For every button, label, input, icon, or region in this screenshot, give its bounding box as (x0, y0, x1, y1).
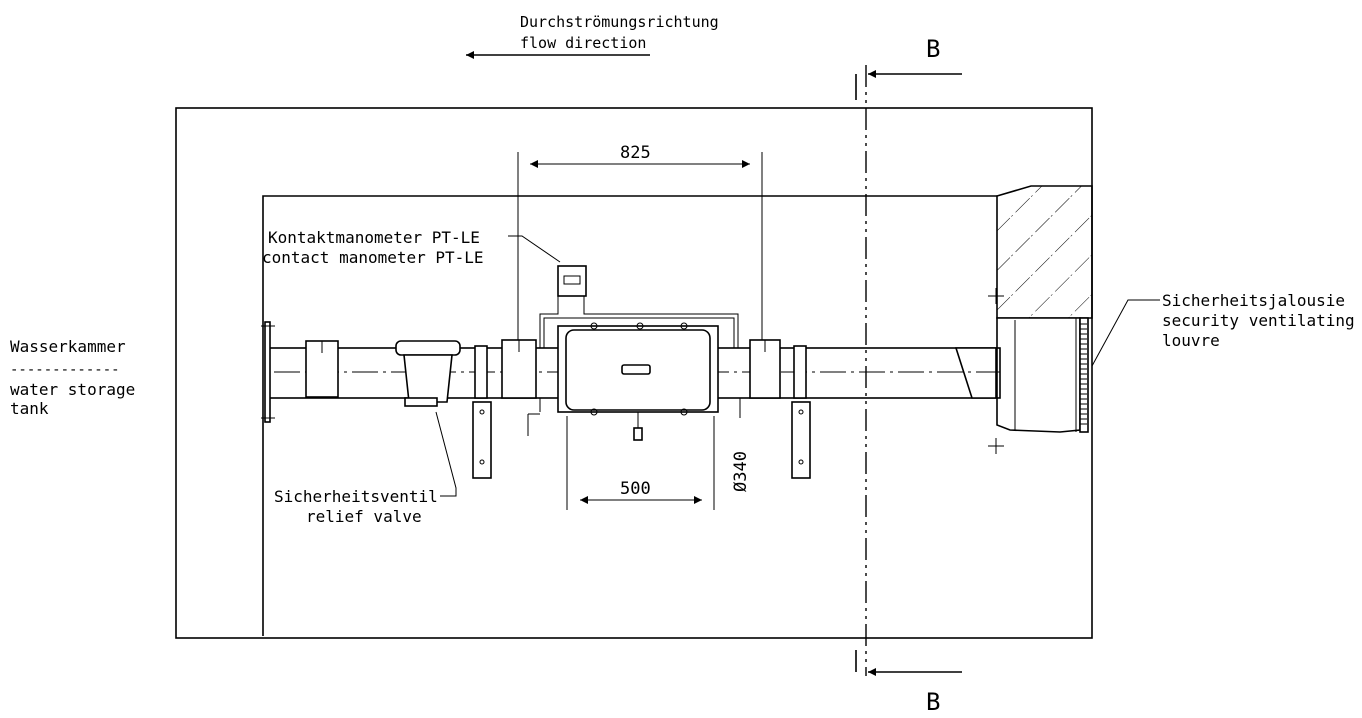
louvre-label: Sicherheitsjalousie security ventilating… (1091, 291, 1355, 367)
pipe-support-right (791, 345, 811, 479)
water-label-en-1: water storage (10, 380, 135, 399)
relief-label-de: Sicherheitsventil (274, 487, 438, 506)
meter-bolt (680, 408, 688, 416)
chamber-outer-wall (175, 107, 1093, 639)
support-leg (472, 401, 492, 479)
flow-meter (527, 322, 741, 441)
relief-label-en: relief valve (306, 507, 422, 526)
louvre-frame (1079, 317, 1089, 433)
manometer-label: Kontaktmanometer PT-LE contact manometer… (262, 228, 561, 267)
meter-display (621, 364, 651, 375)
flow-direction-indicator: Durchströmungsrichtung flow direction (466, 13, 719, 59)
hatched-wall-section (996, 185, 1093, 319)
manometer-body (557, 265, 587, 297)
relief-valve-label: Sicherheitsventil relief valve (274, 411, 457, 526)
manometer-dial (563, 275, 581, 285)
flow-label-en: flow direction (520, 34, 646, 52)
section-line-b: B B (855, 35, 962, 716)
pipe-support-left (472, 345, 492, 479)
impulse-line-inner (543, 317, 735, 348)
diameter-value: Ø340 (731, 451, 751, 492)
meter-bolt (636, 322, 644, 330)
flow-label-de: Durchströmungsrichtung (520, 13, 719, 31)
section-label-top: B (926, 35, 940, 63)
support-bolt (479, 409, 485, 415)
dimension-500: 500 (566, 416, 715, 510)
louvre-housing (996, 317, 1081, 433)
meter-bolt (590, 408, 598, 416)
manometer-label-en: contact manometer PT-LE (262, 248, 484, 267)
louvre-slats (1080, 323, 1087, 425)
dimension-value: 500 (620, 479, 651, 499)
wall-opening (988, 185, 1093, 454)
meter-drain-valve (633, 427, 643, 441)
relief-valve-body (403, 354, 453, 403)
water-label-en-2: tank (10, 399, 49, 418)
chamber-inner-wall (262, 195, 997, 636)
water-label-de: Wasserkammer (10, 337, 126, 356)
relief-valve (395, 340, 461, 407)
water-label-separator: ------------- (10, 362, 120, 378)
support-clamp (474, 345, 488, 399)
impulse-line-right (583, 296, 739, 348)
impulse-line-left (539, 296, 559, 348)
pipe-bevel-end (954, 347, 997, 399)
contact-manometer (539, 265, 739, 348)
support-bolt-2 (479, 459, 485, 465)
pipe-assembly (261, 265, 1001, 479)
inlet-flange (264, 321, 271, 423)
water-chamber-label: Wasserkammer ------------- water storage… (10, 337, 135, 418)
louvre-label-en-1: security ventilating (1162, 311, 1355, 330)
manometer-label-de: Kontaktmanometer PT-LE (268, 228, 480, 247)
relief-leader (435, 411, 457, 497)
relief-valve-cap (395, 340, 461, 356)
meter-bolt (590, 322, 598, 330)
section-label-bottom: B (926, 688, 940, 716)
support-clamp (793, 345, 807, 399)
relief-valve-base (404, 397, 438, 407)
support-bolt (798, 409, 804, 415)
dimension-825: 825 (517, 143, 763, 340)
louvre-label-en-2: louvre (1162, 331, 1220, 350)
support-leg (791, 401, 811, 479)
louvre-label-de: Sicherheitsjalousie (1162, 291, 1345, 310)
manometer-leader (508, 235, 561, 263)
dimension-value: 825 (620, 143, 651, 163)
dimension-340: Ø340 (731, 451, 751, 492)
louvre-leader (1091, 299, 1160, 367)
meter-bolt (680, 322, 688, 330)
support-bolt-2 (798, 459, 804, 465)
